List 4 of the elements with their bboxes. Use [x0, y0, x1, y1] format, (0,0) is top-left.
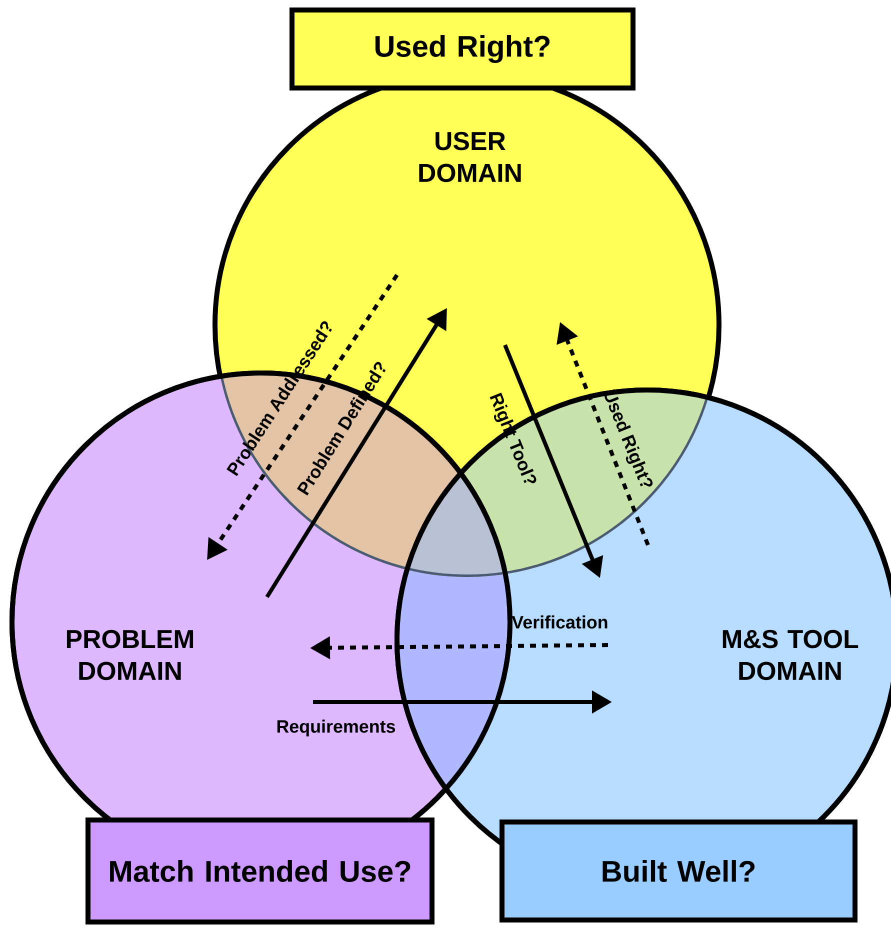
edge-label: Requirements	[277, 720, 396, 736]
label-box: Used Right?	[290, 8, 636, 90]
label-box: Match Intended Use?	[86, 818, 434, 924]
label-box: Built Well?	[500, 820, 858, 922]
